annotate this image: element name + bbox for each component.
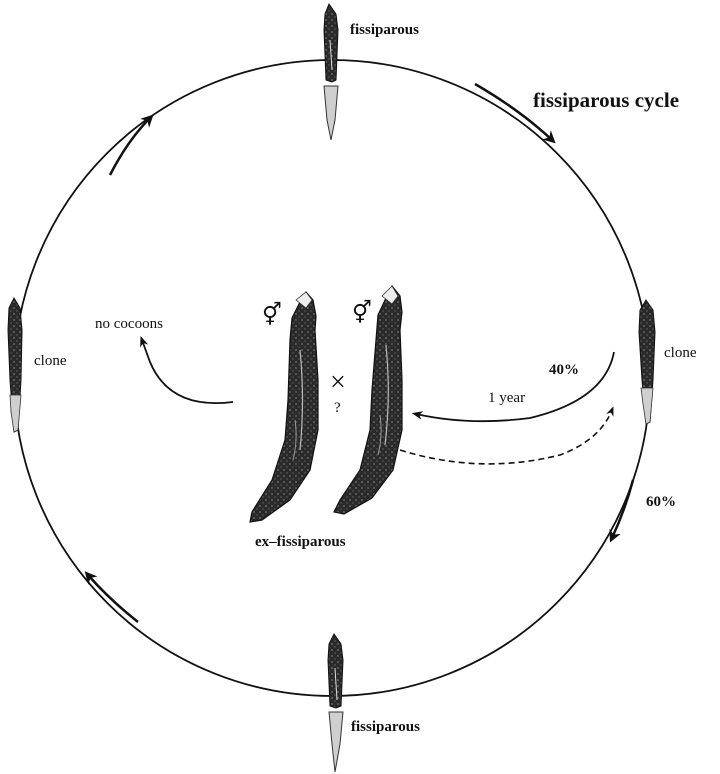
- cycle-arrow-bottom-left: [84, 571, 139, 623]
- label-fissiparous-cycle: fissiparous cycle: [533, 88, 679, 112]
- symbol-cross: ×: [330, 367, 346, 398]
- worm-clone-left: [7, 296, 23, 433]
- label-no-cocoons: no cocoons: [95, 316, 163, 332]
- worm-clone-right: [638, 299, 656, 425]
- label-60-percent: 60%: [646, 494, 676, 510]
- arrow-40-percent: [411, 351, 615, 423]
- cycle-arrow-top-right: [474, 82, 556, 144]
- arrow-to-no-cocoons: [140, 335, 234, 404]
- cycle-arrow-60: [609, 479, 635, 543]
- symbol-hermaphrodite-right: ⚥: [352, 299, 372, 325]
- label-40-percent: 40%: [549, 362, 579, 378]
- worm-fissiparous-bottom: [327, 633, 344, 773]
- label-ex-fissiparous: ex–fissiparous: [255, 534, 346, 550]
- label-fissiparous-bottom: fissiparous: [351, 719, 420, 735]
- label-clone-right: clone: [664, 345, 697, 361]
- symbol-question: ?: [334, 400, 341, 416]
- label-fissiparous-top: fissiparous: [350, 22, 419, 38]
- worm-ex-fissiparous-right: [333, 284, 403, 515]
- symbol-hermaphrodite-left: ⚥: [262, 301, 282, 327]
- dashed-return-arrow: [399, 406, 614, 465]
- worm-ex-fissiparous-left: [249, 290, 319, 523]
- cycle-arrow-top-left: [108, 114, 154, 176]
- label-clone-left: clone: [34, 353, 67, 369]
- worm-fissiparous-top: [323, 2, 339, 141]
- label-one-year: 1 year: [488, 390, 525, 406]
